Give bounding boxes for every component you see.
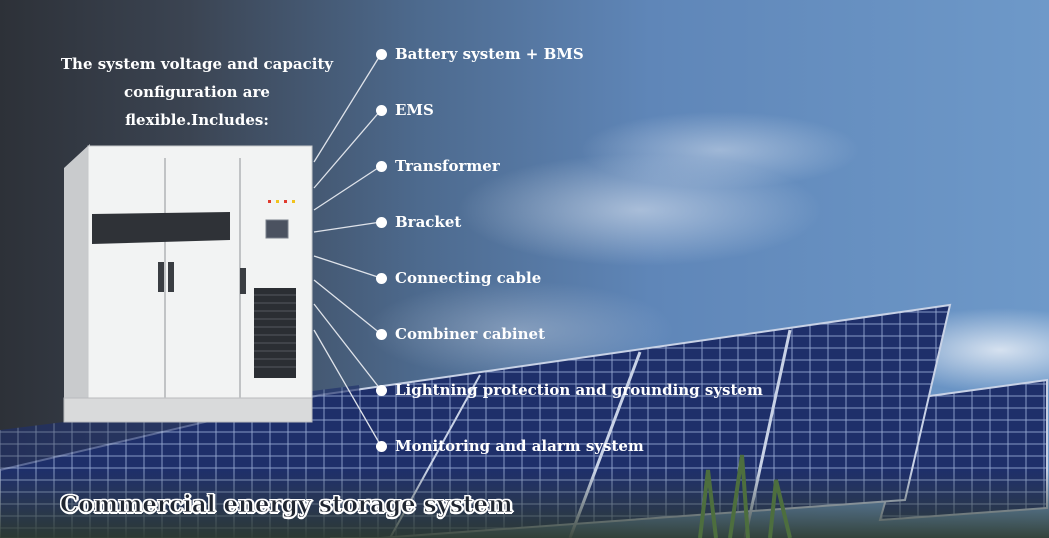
bullet-dot-icon: [376, 104, 387, 116]
callout-line-icon: [313, 109, 382, 189]
feature-label: Combiner cabinet: [395, 325, 545, 343]
feature-connecting-cable: Connecting cable: [376, 268, 541, 288]
callout-line-icon: [313, 255, 382, 279]
feature-label: Bracket: [395, 213, 462, 231]
feature-transformer: Transformer: [376, 156, 500, 176]
feature-battery-system: Battery system + BMS: [376, 44, 584, 64]
bullet-dot-icon: [376, 440, 387, 452]
bullet-dot-icon: [376, 384, 387, 396]
bullet-dot-icon: [376, 328, 387, 340]
feature-label: Connecting cable: [395, 269, 542, 287]
intro-text: The system voltage and capacity configur…: [60, 55, 334, 129]
callout-line-icon: [313, 279, 382, 335]
feature-label: Transformer: [395, 157, 500, 175]
callout-line-icon: [313, 53, 382, 163]
feature-monitoring-alarm: Monitoring and alarm system: [376, 436, 644, 456]
bullet-dot-icon: [376, 160, 387, 172]
bullet-dot-icon: [376, 48, 387, 60]
feature-label: EMS: [395, 101, 434, 119]
feature-combiner-cabinet: Combiner cabinet: [376, 324, 545, 344]
feature-bracket: Bracket: [376, 212, 461, 232]
feature-lightning-protection: Lightning protection and grounding syste…: [376, 380, 763, 400]
bullet-dot-icon: [376, 272, 387, 284]
callout-line-icon: [313, 329, 382, 447]
feature-label: Monitoring and alarm system: [395, 437, 644, 455]
callout-line-icon: [313, 303, 382, 391]
callout-line-icon: [313, 221, 382, 233]
page-title: Commercial energy storage system: [60, 491, 513, 519]
feature-label: Lightning protection and grounding syste…: [395, 381, 763, 399]
callout-line-icon: [313, 165, 382, 211]
feature-ems: EMS: [376, 100, 434, 120]
bullet-dot-icon: [376, 216, 387, 228]
feature-label: Battery system + BMS: [395, 45, 584, 63]
